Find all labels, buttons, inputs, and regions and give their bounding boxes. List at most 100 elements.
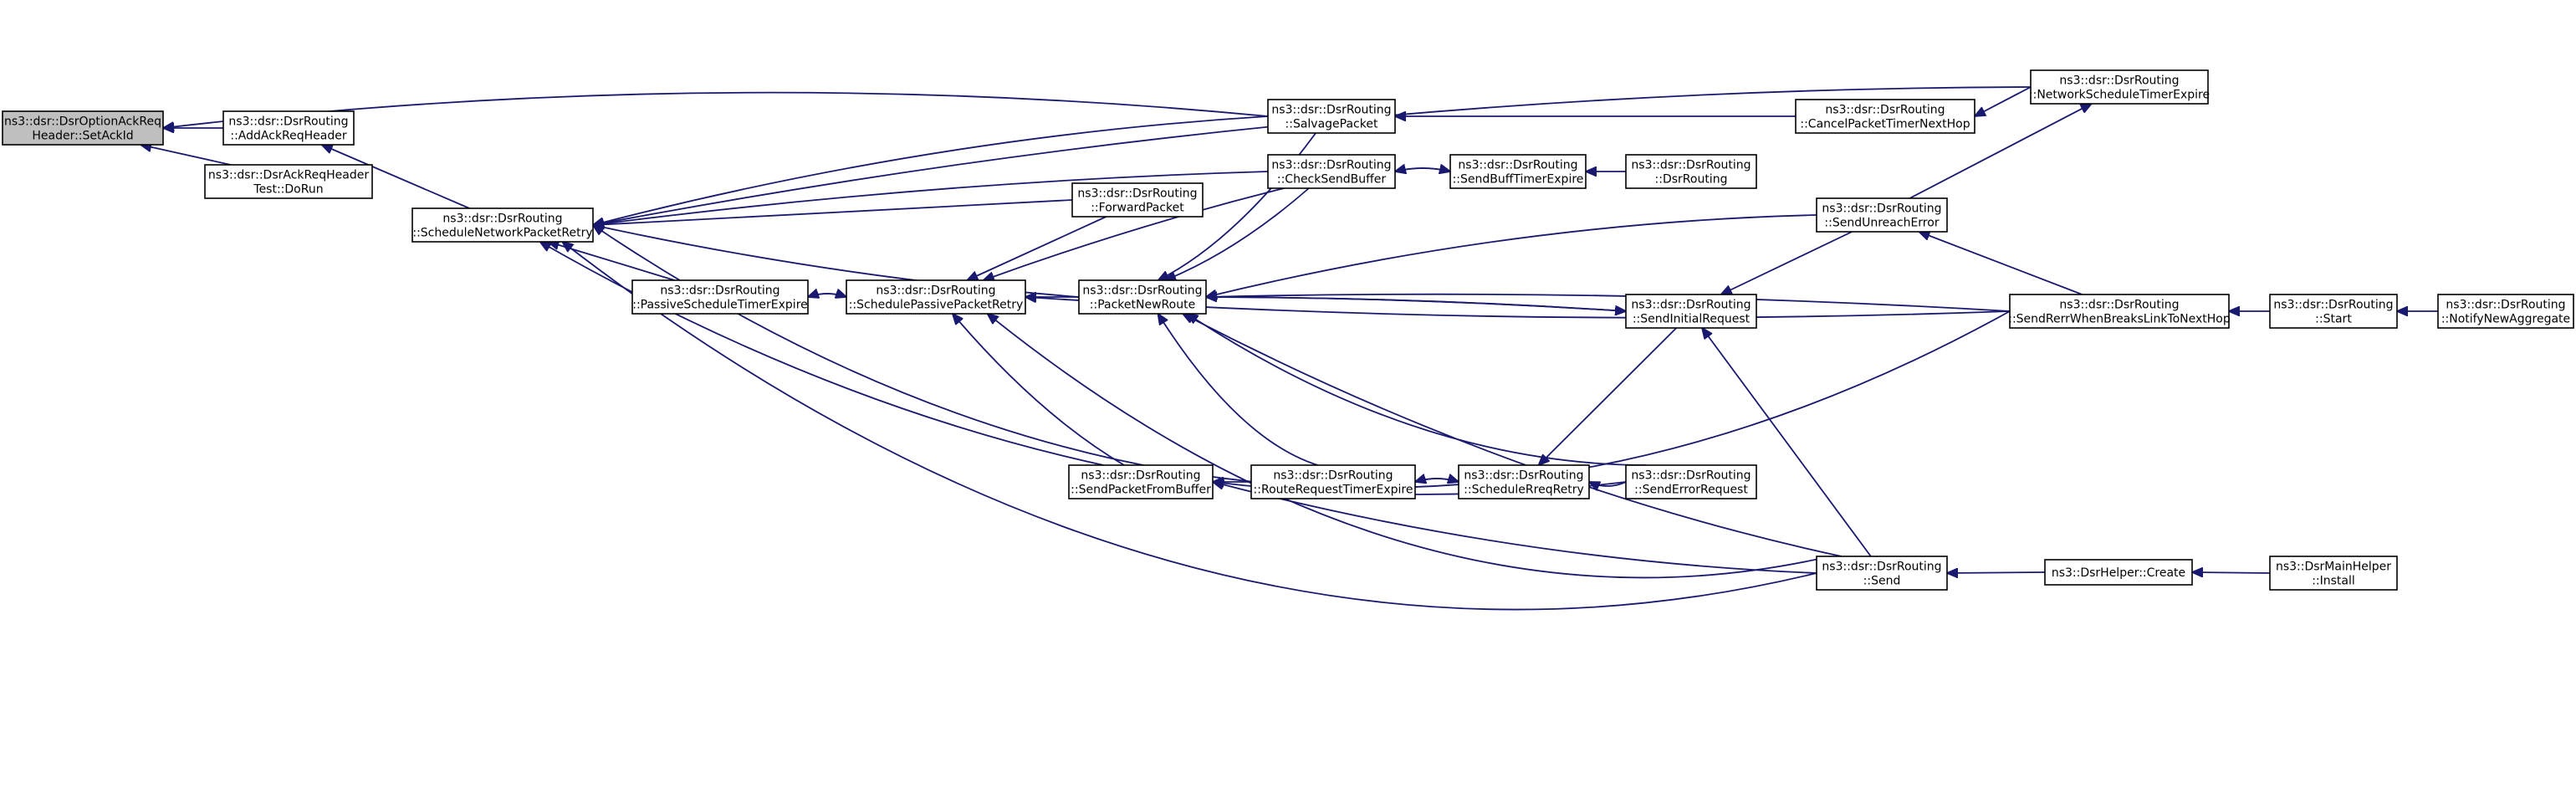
edge-senderrorrequest-to-packetnewroute (1187, 314, 1647, 466)
node-forwardpacket[interactable]: ns3::dsr::DsrRouting::ForwardPacket (1071, 182, 1204, 218)
node-box-dsrmainhelperinstall[interactable] (2269, 556, 2398, 591)
node-label-senderrorrequest-0: ns3::dsr::DsrRouting (1631, 469, 1751, 483)
node-sendpacketfrombuffer[interactable]: ns3::dsr::DsrRouting::SendPacketFromBuff… (1068, 464, 1214, 499)
edge-dsrhelpercreate-to-send (1947, 572, 2046, 573)
node-schedulepassivepacketretry[interactable]: ns3::dsr::DsrRouting::SchedulePassivePac… (846, 279, 1026, 315)
node-checksendbuffer[interactable]: ns3::dsr::DsrRouting::CheckSendBuffer (1267, 154, 1396, 189)
node-label-notifynewaggregate-1: ::NotifyNewAggregate (2441, 313, 2570, 326)
node-label-schedulepassivepacketretry-1: ::SchedulePassivePacketRetry (849, 299, 1024, 312)
node-setackid[interactable]: ns3::dsr::DsrOptionAckReqHeader::SetAckI… (2, 110, 164, 146)
node-box-forwardpacket[interactable] (1071, 182, 1204, 218)
node-sendbufftimerexpire[interactable]: ns3::dsr::DsrRouting::SendBuffTimerExpir… (1449, 154, 1587, 189)
node-label-checksendbuffer-1: ::CheckSendBuffer (1277, 173, 1386, 187)
node-label-addackreqheader-0: ns3::dsr::DsrRouting (228, 115, 348, 129)
node-box-salvagepacket[interactable] (1267, 99, 1396, 134)
node-box-start[interactable] (2269, 294, 2398, 329)
node-label-packetnewroute-1: ::PacketNewRoute (1090, 299, 1195, 312)
node-box-schedulepassivepacketretry[interactable] (846, 279, 1026, 315)
node-box-notifynewaggregate[interactable] (2437, 294, 2574, 329)
node-box-sendinitialrequest[interactable] (1625, 294, 1757, 329)
edge-sendunreacherror-to-sendinitialrequest (1721, 231, 1853, 294)
edge-sendpacketfrombuffer-to-schedulenetworkpacketretry (540, 242, 1104, 466)
edge-checksendbuffer-to-sendbufftimerexpire (1394, 168, 1450, 172)
node-cancelpackettimernexthop[interactable]: ns3::dsr::DsrRouting::CancelPacketTimerN… (1795, 99, 1975, 134)
edge-send-to-schedulepassivepacketretry (988, 314, 1831, 579)
node-box-sendunreacherror[interactable] (1816, 197, 1948, 233)
node-box-addackreqheader[interactable] (222, 110, 355, 146)
node-send[interactable]: ns3::dsr::DsrRouting::Send (1816, 556, 1948, 591)
node-sendinitialrequest[interactable]: ns3::dsr::DsrRouting::SendInitialRequest (1625, 294, 1757, 329)
node-box-send[interactable] (1816, 556, 1948, 591)
node-box-routerequesttimerexpire[interactable] (1250, 464, 1416, 499)
node-box-senderrorrequest[interactable] (1625, 464, 1757, 499)
node-dsrmainhelperinstall[interactable]: ns3::DsrMainHelper::Install (2269, 556, 2398, 591)
node-schedulereqretry[interactable]: ns3::dsr::DsrRouting::ScheduleRreqRetry (1458, 464, 1590, 499)
node-label-send-0: ns3::dsr::DsrRouting (1822, 561, 1941, 574)
node-label-dsrhelpercreate-0: ns3::DsrHelper::Create (2052, 566, 2185, 580)
node-box-schedulenetworkpacketretry[interactable] (411, 207, 594, 243)
node-label-addackreqheader-1: ::AddAckReqHeader (230, 130, 346, 143)
node-box-sendbufftimerexpire[interactable] (1449, 154, 1587, 189)
node-label-sendunreacherror-0: ns3::dsr::DsrRouting (1822, 202, 1941, 216)
node-box-packetnewroute[interactable] (1078, 279, 1207, 315)
node-box-setackid[interactable] (2, 110, 164, 146)
node-box-sendpacketfrombuffer[interactable] (1068, 464, 1214, 499)
node-label-cancelpackettimernexthop-1: ::CancelPacketTimerNextHop (1800, 118, 1970, 131)
node-box-dsrhelpercreate[interactable] (2044, 559, 2193, 586)
edge-forwardpacket-to-schedulenetworkpacketretry (593, 199, 1073, 225)
node-box-sendrerrwhenbreakslinktonexthop[interactable] (2009, 294, 2230, 329)
node-salvagepacket[interactable]: ns3::dsr::DsrRouting::SalvagePacket (1267, 99, 1396, 134)
node-label-dsrmainhelperinstall-1: ::Install (2312, 575, 2355, 588)
node-label-checksendbuffer-0: ns3::dsr::DsrRouting (1271, 159, 1391, 172)
node-box-cancelpackettimernexthop[interactable] (1795, 99, 1975, 134)
node-sendunreacherror[interactable]: ns3::dsr::DsrRouting::SendUnreachError (1816, 197, 1948, 233)
edge-sendunreacherror-to-packetnewroute (1206, 214, 1817, 297)
node-label-start-1: ::Start (2315, 313, 2352, 326)
node-schedulenetworkpacketretry[interactable]: ns3::dsr::DsrRouting::ScheduleNetworkPac… (411, 207, 594, 243)
edge-checksendbuffer-to-packetnewroute (1165, 187, 1310, 280)
node-label-sendpacketfrombuffer-1: ::SendPacketFromBuffer (1071, 484, 1211, 497)
node-box-dsrrouting[interactable] (1625, 154, 1757, 189)
node-notifynewaggregate[interactable]: ns3::dsr::DsrRouting::NotifyNewAggregate (2437, 294, 2574, 329)
node-label-dsrmainhelperinstall-0: ns3::DsrMainHelper (2276, 561, 2391, 574)
edge-send-to-sendpacketfrombuffer (1213, 482, 1817, 574)
edge-passivescheduletimerexpire-to-schedulenetworkpacketretry (548, 242, 675, 281)
node-box-dsrackreqheadertest[interactable] (204, 164, 373, 199)
edge-sendinitialrequest-to-schedulereqretry (1539, 327, 1677, 465)
node-box-passivescheduletimerexpire[interactable] (631, 279, 809, 315)
edge-passivescheduletimerexpire-to-schedulepassivepacketretry (807, 294, 846, 297)
node-senderrorrequest[interactable]: ns3::dsr::DsrRouting::SendErrorRequest (1625, 464, 1757, 499)
node-label-schedulenetworkpacketretry-0: ns3::dsr::DsrRouting (442, 213, 562, 226)
node-packetnewroute[interactable]: ns3::dsr::DsrRouting::PacketNewRoute (1078, 279, 1207, 315)
edge-schedulenetworkpacketretry-to-addackreqheader (322, 145, 470, 209)
node-box-networkscheduletimerexpire[interactable] (2030, 69, 2209, 105)
node-start[interactable]: ns3::dsr::DsrRouting::Start (2269, 294, 2398, 329)
node-passivescheduletimerexpire[interactable]: ns3::dsr::DsrRouting::PassiveScheduleTim… (631, 279, 809, 315)
node-label-forwardpacket-1: ::ForwardPacket (1091, 202, 1184, 215)
node-label-routerequesttimerexpire-1: ::RouteRequestTimerExpire (1254, 484, 1413, 497)
edge-salvagepacket-to-schedulenetworkpacketretry (593, 115, 1269, 225)
node-label-sendbufftimerexpire-0: ns3::dsr::DsrRouting (1458, 159, 1577, 172)
node-label-notifynewaggregate-0: ns3::dsr::DsrRouting (2446, 299, 2565, 312)
edge-checksendbuffer-to-schedulepassivepacketretry (984, 187, 1285, 280)
edge-packetnewroute-to-sendinitialrequest (1205, 296, 1626, 311)
node-label-sendpacketfrombuffer-0: ns3::dsr::DsrRouting (1081, 469, 1200, 483)
node-label-send-1: ::Send (1863, 575, 1901, 588)
node-label-cancelpackettimernexthop-0: ns3::dsr::DsrRouting (1825, 104, 1945, 117)
node-label-dsrackreqheadertest-0: ns3::dsr::DsrAckReqHeader (208, 169, 369, 182)
node-routerequesttimerexpire[interactable]: ns3::dsr::DsrRouting::RouteRequestTimerE… (1250, 464, 1416, 499)
node-networkscheduletimerexpire[interactable]: ns3::dsr::DsrRouting::NetworkScheduleTim… (2029, 69, 2210, 105)
node-box-schedulereqretry[interactable] (1458, 464, 1590, 499)
node-sendrerrwhenbreakslinktonexthop[interactable]: ns3::dsr::DsrRouting::SendRerrWhenBreaks… (2008, 294, 2231, 329)
node-label-sendinitialrequest-0: ns3::dsr::DsrRouting (1631, 299, 1751, 312)
edge-sendrerrwhenbreakslinktonexthop-to-sendunreacherror (1919, 232, 2083, 295)
node-label-packetnewroute-0: ns3::dsr::DsrRouting (1082, 284, 1202, 298)
node-box-checksendbuffer[interactable] (1267, 154, 1396, 189)
node-label-sendunreacherror-1: ::SendUnreachError (1824, 217, 1939, 230)
node-dsrhelpercreate[interactable]: ns3::DsrHelper::Create (2044, 559, 2193, 586)
node-addackreqheader[interactable]: ns3::dsr::DsrRouting::AddAckReqHeader (222, 110, 355, 146)
edge-dsrmainhelperinstall-to-dsrhelpercreate (2192, 572, 2271, 573)
node-dsrrouting[interactable]: ns3::dsr::DsrRouting::DsrRouting (1625, 154, 1757, 189)
edge-checksendbuffer-to-schedulenetworkpacketretry (593, 171, 1269, 225)
